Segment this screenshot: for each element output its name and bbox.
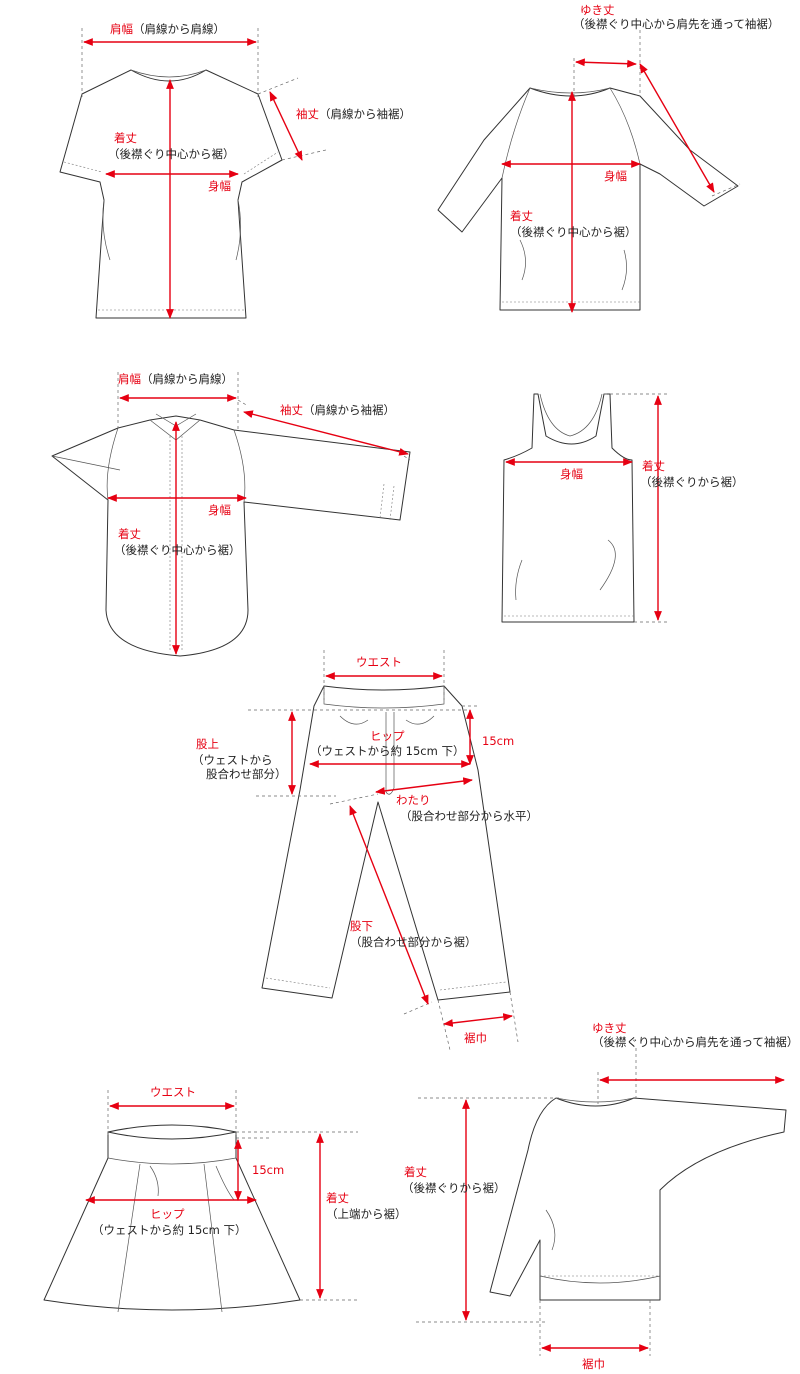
pants-thigh-note: （股合わせ部分から水平） bbox=[400, 809, 538, 823]
shirt-sleeve-label: 袖丈 bbox=[280, 403, 303, 417]
skirt-outline bbox=[43, 1124, 301, 1311]
pants-inseam-note: （股合わせ部分から裾） bbox=[350, 935, 477, 949]
shirt-shoulder-label: 肩幅 bbox=[118, 372, 141, 386]
pants-waist-label: ウエスト bbox=[356, 655, 402, 669]
dolman-outline bbox=[489, 1097, 787, 1301]
tshirt-diagram: 肩幅（肩線から肩線） 袖丈（肩線から袖裾） 着丈 （後襟ぐり中心から裾） 身幅 bbox=[59, 22, 411, 319]
svg-text:袖丈（肩線から袖裾）: 袖丈（肩線から袖裾） bbox=[296, 107, 411, 121]
pants-hem-label: 裾巾 bbox=[464, 1031, 487, 1045]
pants-hip-offset: 15cm bbox=[482, 734, 514, 748]
skirt-diagram: ウエスト 15cm ヒップ （ウェストから約 15cm 下） 着丈 （上端から裾… bbox=[43, 1085, 407, 1313]
raglan-diagram: ゆき丈 （後襟ぐり中心から肩先を通って袖裾） 身幅 着丈 （後襟ぐり中心から裾） bbox=[437, 3, 779, 313]
shirt-length-note: （後襟ぐり中心から裾） bbox=[114, 543, 241, 557]
shirt-shoulder-note: （肩線から肩線） bbox=[141, 372, 233, 386]
tshirt-body-label: 身幅 bbox=[208, 179, 231, 193]
shirt-diagram: 肩幅（肩線から肩線） 袖丈（肩線から袖裾） 身幅 着丈 （後襟ぐり中心から裾） bbox=[51, 372, 411, 657]
shirt-sleeve-note: （肩線から袖裾） bbox=[303, 403, 395, 417]
dolman-length-note: （後襟ぐりから裾） bbox=[402, 1181, 506, 1195]
tank-body-label: 身幅 bbox=[560, 467, 583, 481]
dolman-yuki-note: （後襟ぐり中心から肩先を通って袖裾） bbox=[592, 1035, 798, 1049]
svg-text:肩幅（肩線から肩線）: 肩幅（肩線から肩線） bbox=[118, 372, 233, 386]
svg-text:袖丈（肩線から袖裾）: 袖丈（肩線から袖裾） bbox=[280, 403, 395, 417]
tshirt-shoulder-note: （肩線から肩線） bbox=[133, 22, 225, 36]
dolman-diagram: ゆき丈 （後襟ぐり中心から肩先を通って袖裾） 着丈 （後襟ぐりから裾） 裾巾 bbox=[402, 1021, 798, 1371]
tank-diagram: 身幅 着丈 （後襟ぐりから裾） bbox=[501, 393, 744, 623]
pants-hip-note: （ウェストから約 15cm 下） bbox=[310, 744, 464, 758]
pants-rise-label: 股上 bbox=[196, 737, 219, 751]
dolman-length-label: 着丈 bbox=[404, 1165, 427, 1179]
pants-outline bbox=[261, 685, 511, 1001]
pants-inseam-label: 股下 bbox=[350, 919, 373, 933]
tshirt-length-note: （後襟ぐり中心から裾） bbox=[108, 147, 235, 161]
tshirt-outline bbox=[59, 69, 283, 319]
tshirt-length-label: 着丈 bbox=[114, 131, 137, 145]
raglan-length-label: 着丈 bbox=[510, 209, 533, 223]
svg-text:肩幅（肩線から肩線）: 肩幅（肩線から肩線） bbox=[110, 22, 225, 36]
skirt-waist-label: ウエスト bbox=[150, 1085, 196, 1099]
skirt-length-note: （上端から裾） bbox=[326, 1207, 407, 1221]
shirt-outline bbox=[51, 415, 411, 657]
shirt-length-label: 着丈 bbox=[118, 527, 141, 541]
skirt-length-label: 着丈 bbox=[326, 1191, 349, 1205]
dolman-yuki-label: ゆき丈 bbox=[592, 1021, 627, 1035]
raglan-body-label: 身幅 bbox=[604, 169, 627, 183]
tank-outline bbox=[501, 393, 635, 623]
dolman-hem-label: 裾巾 bbox=[582, 1357, 605, 1371]
raglan-yuki-label: ゆき丈 bbox=[580, 3, 615, 17]
tank-length-note: （後襟ぐりから裾） bbox=[640, 475, 744, 489]
pants-rise-note2: 股合わせ部分） bbox=[206, 767, 287, 781]
skirt-hip-note: （ウェストから約 15cm 下） bbox=[92, 1223, 246, 1237]
raglan-length-note: （後襟ぐり中心から裾） bbox=[510, 225, 637, 239]
pants-hip-label: ヒップ bbox=[370, 729, 405, 743]
shirt-body-label: 身幅 bbox=[208, 503, 231, 517]
raglan-yuki-note: （後襟ぐり中心から肩先を通って袖裾） bbox=[573, 17, 779, 31]
raglan-outline bbox=[437, 87, 739, 311]
tshirt-shoulder-label: 肩幅 bbox=[110, 22, 133, 36]
skirt-hip-offset: 15cm bbox=[252, 1163, 284, 1177]
tshirt-sleeve-label: 袖丈 bbox=[296, 107, 319, 121]
pants-rise-note1: （ウェストから bbox=[192, 753, 273, 767]
pants-diagram: ウエスト ヒップ （ウェストから約 15cm 下） 15cm 股上 （ウェストか… bbox=[192, 650, 538, 1051]
tank-length-label: 着丈 bbox=[642, 459, 665, 473]
skirt-hip-label: ヒップ bbox=[150, 1207, 185, 1221]
tshirt-sleeve-note: （肩線から袖裾） bbox=[319, 107, 411, 121]
pants-thigh-label: わたり bbox=[396, 793, 431, 807]
